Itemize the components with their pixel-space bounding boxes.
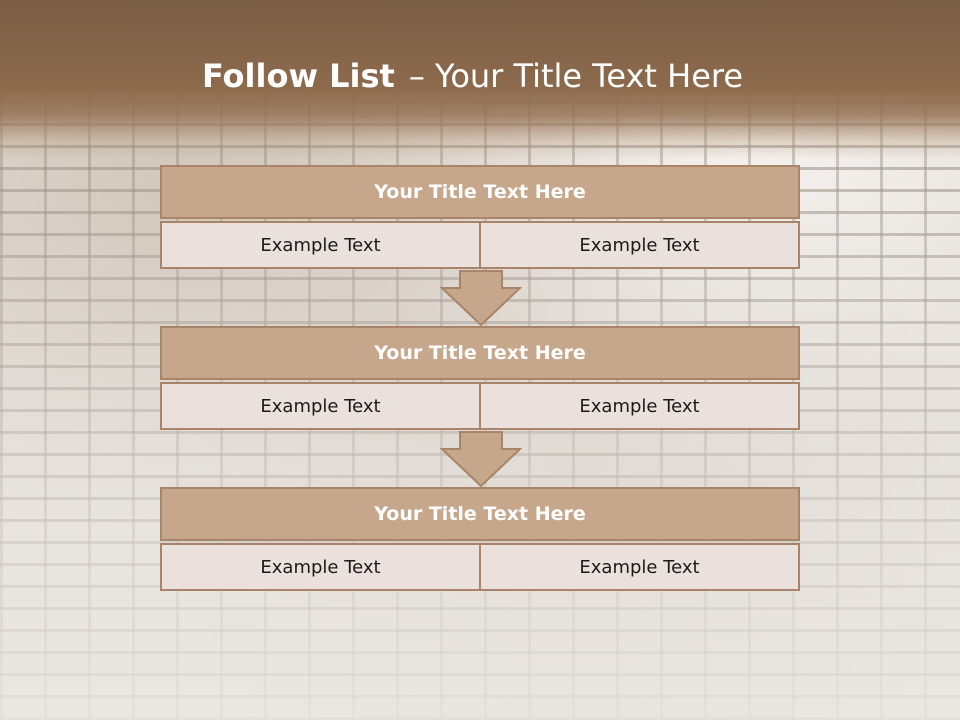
block-cell-right: Example Text bbox=[481, 221, 800, 269]
slide-title: Follow List – Your Title Text Here bbox=[0, 56, 945, 96]
down-arrow-icon bbox=[440, 431, 522, 487]
block-cell-left: Example Text bbox=[160, 382, 481, 430]
list-block-2: Your Title Text Here Example Text Exampl… bbox=[160, 326, 800, 430]
block-title: Your Title Text Here bbox=[160, 326, 800, 380]
block-cell-left: Example Text bbox=[160, 543, 481, 591]
block-cell-right: Example Text bbox=[481, 382, 800, 430]
list-block-3: Your Title Text Here Example Text Exampl… bbox=[160, 487, 800, 591]
slide-title-bold: Follow List bbox=[201, 57, 395, 95]
header-band bbox=[0, 0, 960, 160]
down-arrow-icon bbox=[440, 270, 522, 326]
list-block-1: Your Title Text Here Example Text Exampl… bbox=[160, 165, 800, 269]
block-row: Example Text Example Text bbox=[160, 382, 800, 430]
block-title: Your Title Text Here bbox=[160, 165, 800, 219]
block-cell-left: Example Text bbox=[160, 221, 481, 269]
block-row: Example Text Example Text bbox=[160, 543, 800, 591]
slide-title-rest: – Your Title Text Here bbox=[408, 57, 744, 95]
block-cell-right: Example Text bbox=[481, 543, 800, 591]
block-row: Example Text Example Text bbox=[160, 221, 800, 269]
block-title: Your Title Text Here bbox=[160, 487, 800, 541]
